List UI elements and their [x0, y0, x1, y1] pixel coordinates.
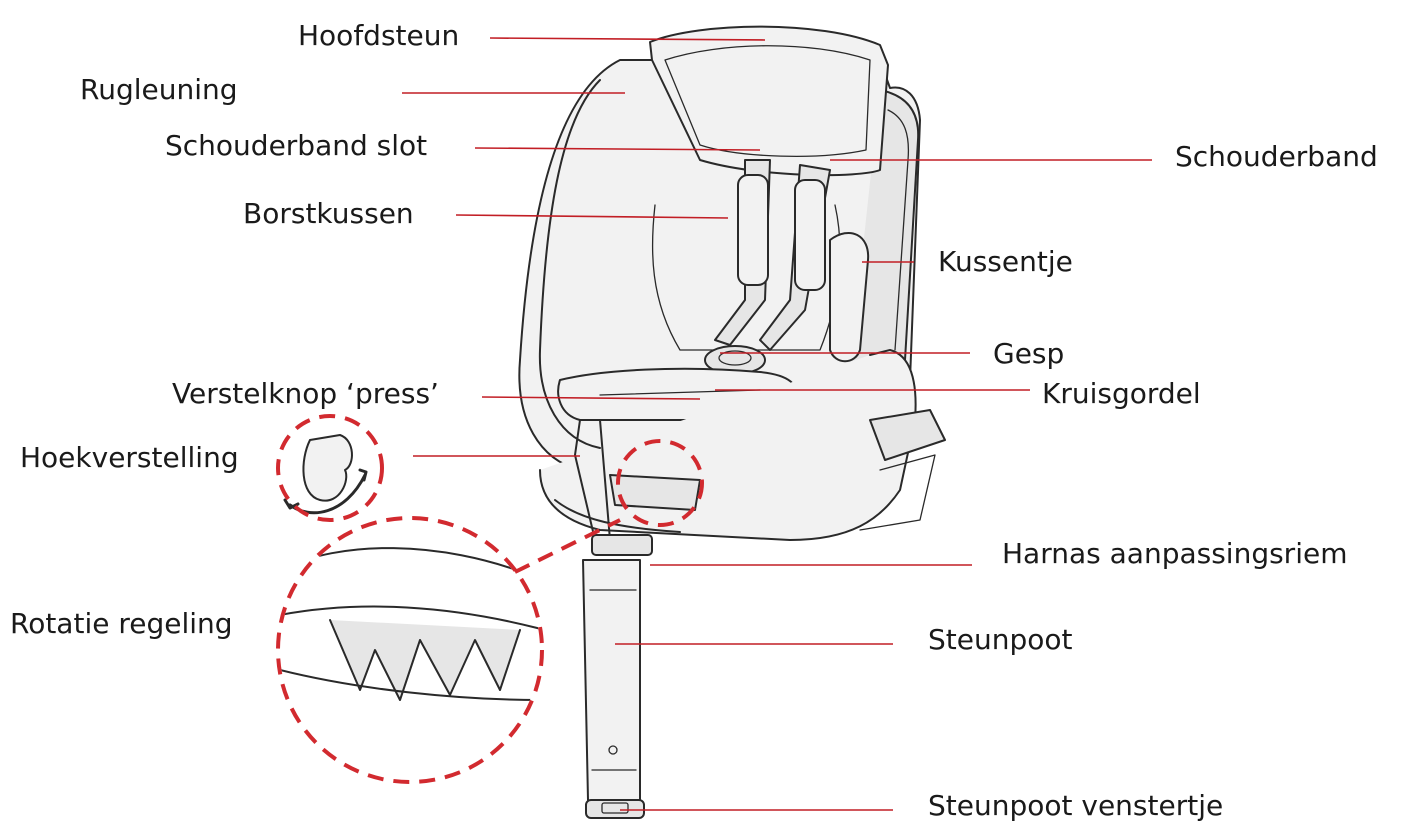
- rotation-detail-circle: [276, 516, 544, 784]
- label-rugleuning: Rugleuning: [80, 73, 238, 106]
- label-borstkussen: Borstkussen: [243, 197, 414, 230]
- angle-callout-circle: [276, 414, 384, 522]
- leader-schouderband-slot: [474, 147, 761, 151]
- label-verstelknop: Verstelknop ‘press’: [172, 377, 439, 410]
- leader-hoofdsteun: [489, 37, 766, 41]
- label-steunpoot-venstertje: Steunpoot venstertje: [928, 789, 1224, 822]
- rotation-callout-circle: [616, 439, 704, 527]
- label-hoekverstelling: Hoekverstelling: [20, 441, 239, 474]
- label-gesp: Gesp: [993, 337, 1065, 370]
- label-schouderband: Schouderband: [1175, 140, 1378, 173]
- leader-borstkussen: [455, 214, 729, 219]
- label-harnas: Harnas aanpassingsriem: [1002, 537, 1348, 570]
- label-hoofdsteun: Hoofdsteun: [298, 19, 460, 52]
- label-rotatie: Rotatie regeling: [10, 607, 233, 640]
- rotation-connector: [514, 518, 621, 574]
- label-kussentje: Kussentje: [938, 245, 1073, 278]
- label-steunpoot: Steunpoot: [928, 623, 1073, 656]
- label-schouderband-slot: Schouderband slot: [165, 129, 428, 162]
- leader-verstelknop: [481, 396, 701, 400]
- label-kruisgordel: Kruisgordel: [1042, 377, 1201, 410]
